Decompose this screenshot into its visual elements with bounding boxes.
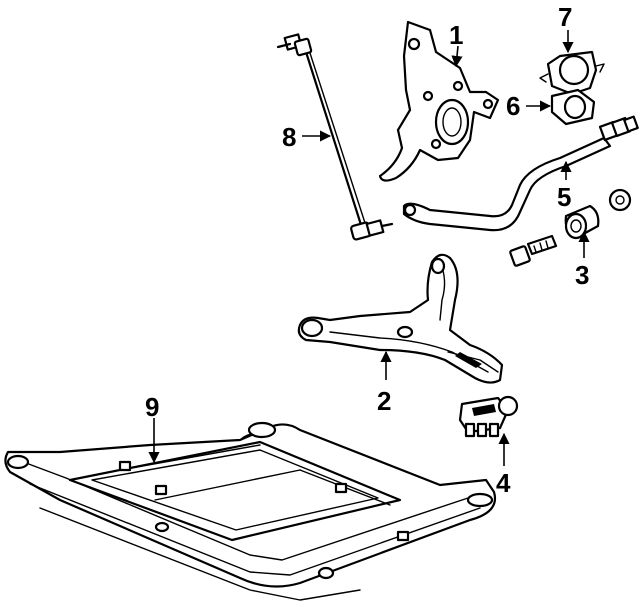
stabilizer-insulator bbox=[550, 88, 596, 126]
callout-8: 8 bbox=[282, 122, 296, 152]
steering-knuckle bbox=[378, 20, 500, 182]
callout-7: 7 bbox=[558, 2, 572, 32]
bushing-washer bbox=[608, 188, 632, 212]
bushing-bolt bbox=[509, 234, 558, 267]
callout-4: 4 bbox=[496, 468, 511, 498]
stabilizer-bar bbox=[402, 115, 639, 232]
callout-2: 2 bbox=[377, 386, 391, 416]
callout-1: 1 bbox=[449, 20, 463, 50]
cradle-subframe bbox=[4, 421, 497, 601]
stabilizer-bracket bbox=[539, 50, 605, 96]
callout-6: 6 bbox=[506, 91, 520, 121]
leader-lines bbox=[148, 30, 590, 466]
callout-labels: 1 2 3 4 5 6 7 8 9 bbox=[145, 2, 589, 498]
leader-1 bbox=[451, 45, 463, 68]
callout-5: 5 bbox=[557, 182, 571, 212]
lower-control-arm bbox=[297, 253, 504, 384]
callout-9: 9 bbox=[145, 392, 159, 422]
ball-joint bbox=[458, 395, 519, 438]
stabilizer-link bbox=[276, 33, 394, 241]
callout-3: 3 bbox=[575, 260, 589, 290]
